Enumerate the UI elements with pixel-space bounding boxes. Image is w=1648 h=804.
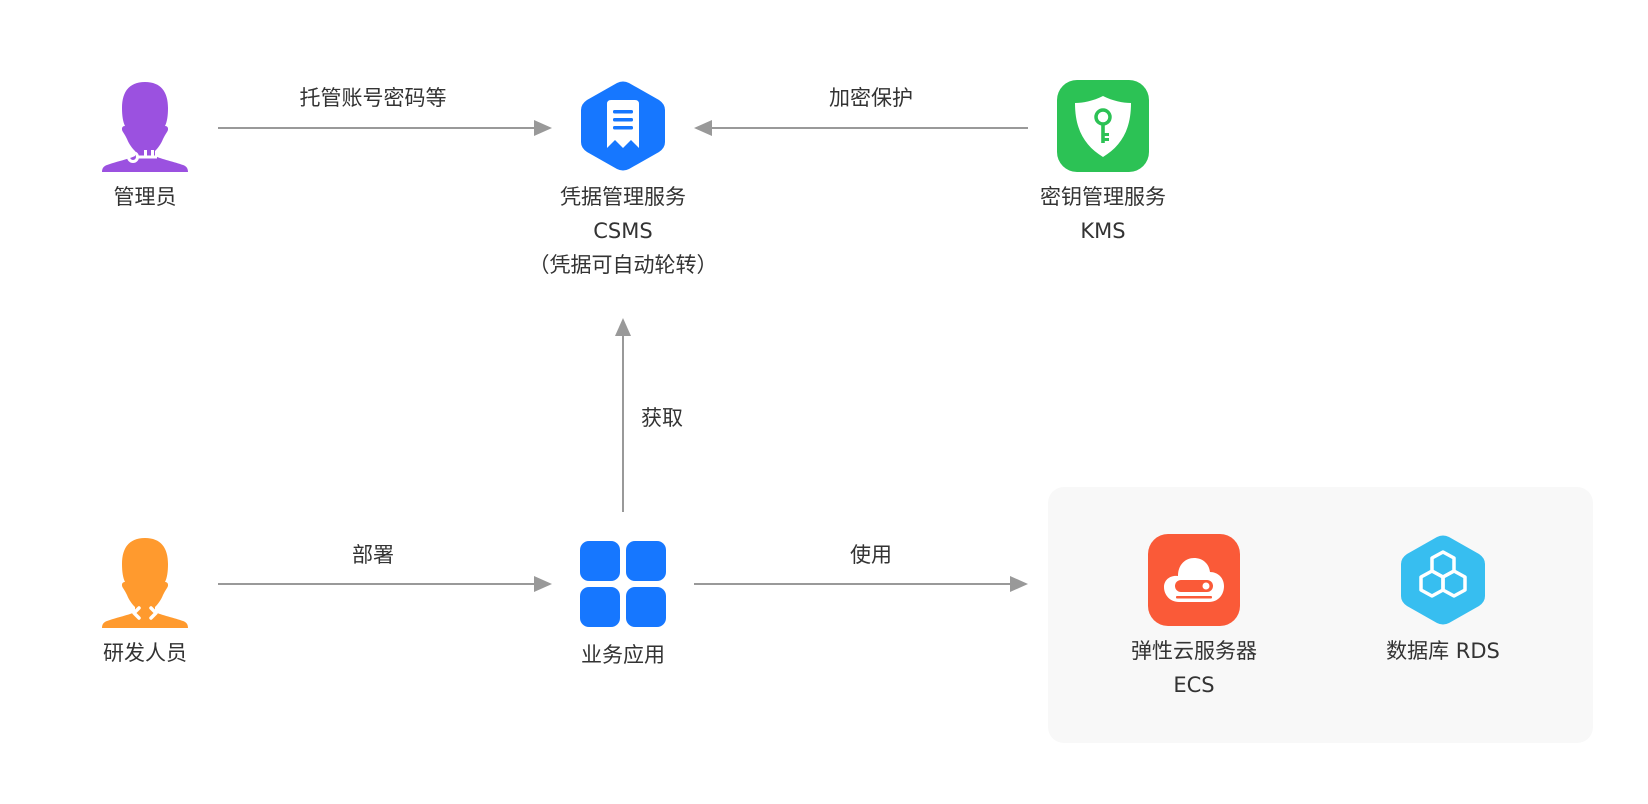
edge-label-app-csms: 获取 [641,406,683,430]
node-ecs-label: 弹性云服务器 [1131,639,1257,663]
edge-label-kms-csms: 加密保护 [829,86,913,110]
node-developer-label: 研发人员 [103,641,187,665]
resources-group [1048,487,1593,743]
admin-key-user-icon [102,82,188,172]
node-developer: 研发人员 [99,536,191,670]
node-rds-label: 数据库 RDS [1386,639,1500,663]
developer-code-user-icon [102,538,188,628]
node-ecs: 弹性云服务器 ECS [1094,534,1294,702]
cloud-server-icon [1148,534,1240,626]
node-csms-sub2: （凭据可自动轮转） [528,253,718,277]
arrow-app-to-resources [694,576,1028,592]
arrow-developer-to-app [218,576,552,592]
node-csms: 凭据管理服务 CSMS （凭据可自动轮转） [523,80,723,282]
database-hexagon-icon [1401,535,1485,625]
edge-label-admin-csms: 托管账号密码等 [299,86,447,110]
node-admin: 管理员 [99,80,191,214]
node-app-label: 业务应用 [581,643,665,667]
edge-label-app-resources: 使用 [850,543,892,567]
arrow-admin-to-csms [218,120,552,136]
node-ecs-sub1: ECS [1173,673,1215,697]
shield-key-icon [1057,80,1149,172]
node-kms: 密钥管理服务 KMS [1003,80,1203,248]
app-grid-icon [580,541,666,627]
arrow-app-to-csms [615,318,631,512]
receipt-document-icon [581,81,665,171]
node-kms-label: 密钥管理服务 [1040,185,1166,209]
edge-label-developer-app: 部署 [352,543,394,567]
node-csms-sub1: CSMS [593,219,653,243]
node-admin-label: 管理员 [113,185,177,209]
node-app: 业务应用 [523,538,723,672]
node-kms-sub1: KMS [1080,219,1126,243]
node-csms-label: 凭据管理服务 [560,185,686,209]
node-rds: 数据库 RDS [1343,534,1543,668]
arrow-kms-to-csms [694,120,1028,136]
